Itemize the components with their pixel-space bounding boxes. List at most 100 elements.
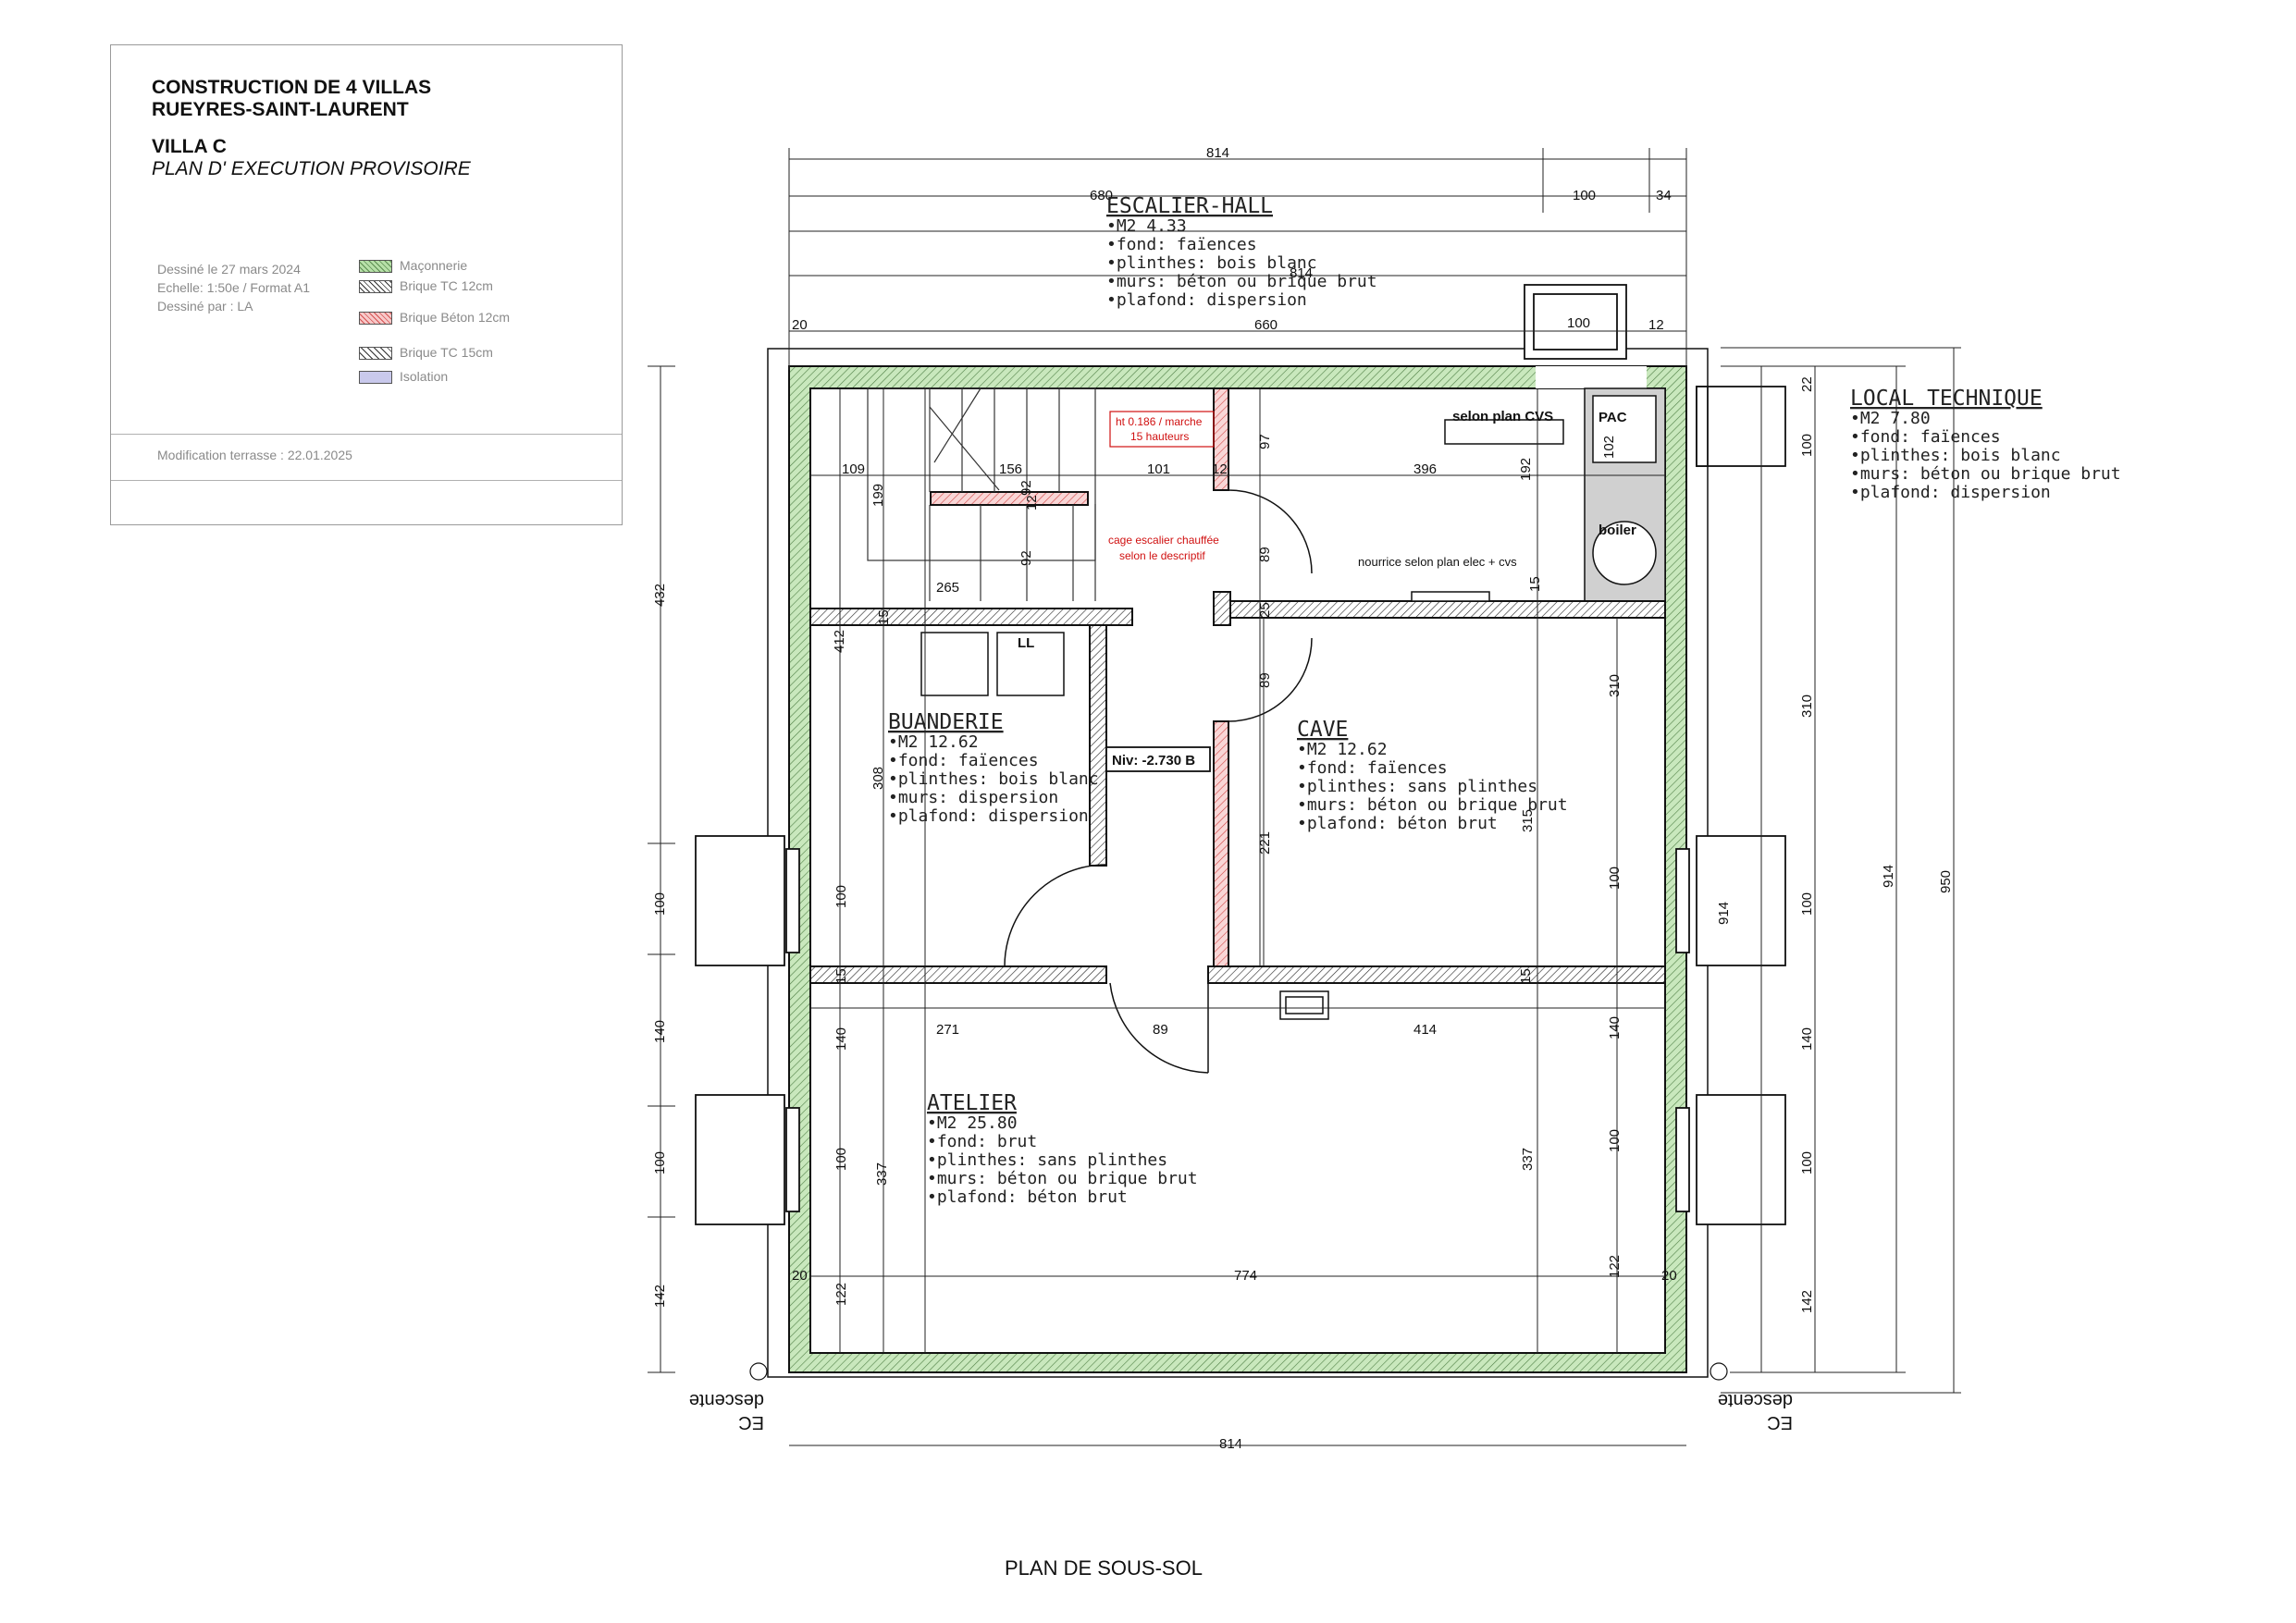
door-arc-atelier [1109,982,1209,1074]
dim-140b: 140 [1607,1016,1623,1039]
dim-337b: 337 [1520,1148,1536,1171]
dim-15a: 15 [876,609,892,625]
wall-cave-top [1229,600,1666,619]
stair-note-2: 15 hauteurs [1130,430,1189,443]
dim-15d: 15 [1518,968,1534,984]
nourrice-unit [1411,591,1490,602]
dim-914a: 914 [1716,902,1732,925]
dim-top-100b: 100 [1567,315,1590,331]
doors [1004,489,1313,1074]
room-buanderie-line-4: •murs: dispersion [888,788,1058,807]
dim-top-814b: 814 [1290,265,1313,281]
dim-774: 774 [1234,1268,1257,1284]
level-box [1105,746,1211,772]
pac-unit [1592,395,1657,463]
dim-412: 412 [832,630,847,653]
legend-maconnerie: Maçonnerie [400,258,468,273]
room-buanderie-line-3: •plinthes: bois blanc [888,769,1099,789]
dim-right-950: 950 [1938,870,1954,893]
room-escalier-line-2: •fond: faïences [1106,235,1257,254]
label-ll: LL [1018,635,1034,651]
boiler-unit [1592,521,1657,585]
cage-note-1: cage escalier chauffée [1108,534,1219,547]
room-cave-line-4: •murs: béton ou brique brut [1297,795,1568,815]
room-name-atelier: ATELIER [927,1091,1017,1115]
label-selon-plan: selon plan CVS [1452,409,1553,424]
label-boiler: boiler [1599,523,1636,538]
legend-brique-tc12: Brique TC 12cm [400,278,493,293]
door-arc-stair [1228,489,1313,574]
dim-top-100: 100 [1573,188,1596,203]
dim-310a: 310 [1607,674,1623,697]
dim-92a: 92 [1018,480,1034,496]
legend-brique-beton: Brique Béton 12cm [400,310,511,325]
legend-swatch-brique-tc12 [359,280,392,293]
dim-bottom-814: 814 [1219,1436,1242,1452]
dim-221: 221 [1257,831,1273,855]
dim-15c: 15 [833,968,849,984]
room-atelier-line-2: •fond: brut [927,1132,1037,1151]
room-atelier-line-1: •M2 25.80 [927,1113,1018,1133]
dim-100b: 100 [1607,867,1623,890]
dim-top-12: 12 [1648,317,1664,333]
dim-308: 308 [870,767,886,790]
dim-89b: 89 [1257,672,1273,688]
dim-right-100b: 100 [1799,892,1815,916]
dim-100d: 100 [1607,1129,1623,1152]
dim-right-100a: 100 [1799,434,1815,457]
modification-note: Modification terrasse : 22.01.2025 [157,448,352,462]
dim-top-814: 814 [1206,145,1229,161]
dim-20a: 20 [792,1268,808,1284]
dim-140a: 140 [833,1027,849,1051]
dim-top-20: 20 [792,317,808,333]
room-name-local: LOCAL TECHNIQUE [1850,387,2043,411]
dim-25: 25 [1257,602,1273,618]
room-local-line-5: •plafond: dispersion [1850,483,2051,502]
dim-top-660: 660 [1254,317,1278,333]
title-block: CONSTRUCTION DE 4 VILLAS RUEYRES-SAINT-L… [110,44,623,525]
wall-buanderie-top [809,608,1133,626]
dim-left-432: 432 [652,584,668,607]
room-escalier-line-4: •murs: béton ou brique brut [1106,272,1377,291]
dim-89c: 89 [1153,1022,1168,1038]
dim-right-140: 140 [1799,1027,1815,1051]
descente-left: descente [689,1390,764,1410]
dim-right-100c: 100 [1799,1151,1815,1174]
dim-414: 414 [1413,1022,1437,1038]
room-local-line-4: •murs: béton ou brique brut [1850,464,2121,484]
drawn-by: Dessiné par : LA [157,299,253,314]
room-atelier-line-3: •plinthes: sans plinthes [927,1150,1167,1170]
dim-97: 97 [1257,434,1273,449]
room-cave-line-3: •plinthes: sans plinthes [1297,777,1537,796]
stair-note-1: ht 0.186 / marche [1116,415,1203,428]
dim-right-142: 142 [1799,1290,1815,1313]
label-nourrice: nourrice selon plan elec + cvs [1358,555,1517,569]
plan-caption: PLAN DE SOUS-SOL [1005,1556,1203,1580]
room-atelier-line-5: •plafond: béton brut [927,1187,1128,1207]
dim-122b: 122 [1607,1255,1623,1278]
window-left-2 [695,1094,785,1225]
dim-396: 396 [1413,461,1437,477]
dim-right-310: 310 [1799,695,1815,718]
room-labels: ESCALIER-HALL •M2 4.33 •fond: faïences •… [888,194,2121,1207]
label-pac: PAC [1599,410,1627,425]
room-name-escalier: ESCALIER-HALL [1106,194,1273,218]
dimension-lines [648,148,1961,1446]
window-right-3 [1696,1094,1786,1225]
legend-isolation: Isolation [400,369,449,384]
walls [767,348,1709,1378]
dim-20b: 20 [1661,1268,1677,1284]
title-divider-2 [111,480,622,481]
wall-stub [1213,591,1231,626]
room-local-line-1: •M2 7.80 [1850,409,1931,428]
dim-337a: 337 [874,1162,890,1186]
dim-12b: 12 [1024,495,1040,510]
stair-note-box [1109,411,1215,448]
dim-15b: 15 [1527,576,1543,592]
room-cave-line-5: •plafond: béton brut [1297,814,1498,833]
room-name-cave: CAVE [1297,718,1348,742]
label-niveau: Niv: -2.730 B [1112,753,1195,768]
dim-265: 265 [936,580,959,596]
staircase [867,387,1096,601]
